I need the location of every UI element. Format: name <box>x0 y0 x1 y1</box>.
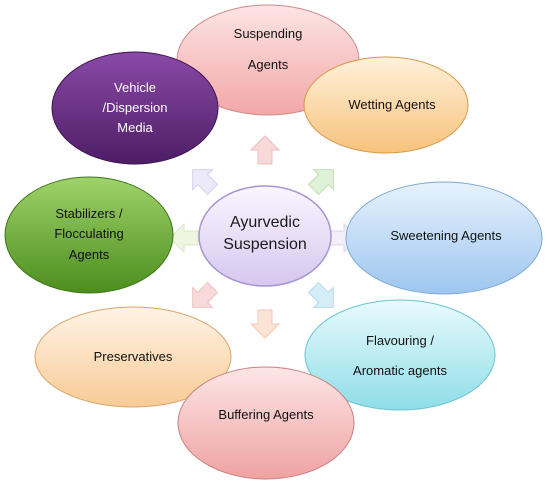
node-stabilizers-line-3: Agents <box>69 247 110 262</box>
arrow-up-left <box>192 169 219 196</box>
node-preservatives: Preservatives <box>34 306 232 408</box>
node-stabilizers-line-1: Stabilizers / <box>55 206 123 221</box>
arrow-left <box>169 222 199 254</box>
arrow-up-right <box>307 169 334 196</box>
node-vehicle-line-2: /Dispersion <box>102 100 167 115</box>
node-wetting-agents: Wetting Agents <box>303 56 469 154</box>
node-vehicle-line-1: Vehicle <box>114 80 156 95</box>
arrow-down <box>249 309 281 339</box>
arrow-down-left <box>192 281 219 308</box>
arrow-down-right <box>307 281 334 308</box>
node-flavouring-aromatic-agents: Flavouring / Aromatic agents <box>304 299 496 411</box>
node-buffering-agents: Buffering Agents <box>177 366 355 480</box>
node-vehicle-dispersion-media: Vehicle /Dispersion Media <box>51 51 219 165</box>
node-stabilizers-flocculating-agents: Stabilizers / Flocculating Agents <box>4 176 174 294</box>
node-vehicle-line-3: Media <box>117 120 153 135</box>
center-line-2: Suspension <box>223 236 307 253</box>
arrow-up <box>249 135 281 165</box>
node-wetting-line-1: Wetting Agents <box>348 97 436 112</box>
node-suspending-line-1: Suspending <box>234 26 303 41</box>
node-sweetening-line-1: Sweetening Agents <box>390 228 502 243</box>
node-buffering-line-1: Buffering Agents <box>218 407 314 422</box>
node-ayurvedic-suspension: Ayurvedic Suspension <box>198 185 332 287</box>
node-stabilizers-line-2: Flocculating <box>54 226 123 241</box>
node-flavouring-line-1: Flavouring / <box>366 333 434 348</box>
center-line-1: Ayurvedic <box>230 214 300 231</box>
node-flavouring-line-2: Aromatic agents <box>353 363 447 378</box>
node-sweetening-agents: Sweetening Agents <box>345 181 543 295</box>
node-preservatives-line-1: Preservatives <box>94 349 173 364</box>
node-suspending-line-2: Agents <box>248 57 289 72</box>
